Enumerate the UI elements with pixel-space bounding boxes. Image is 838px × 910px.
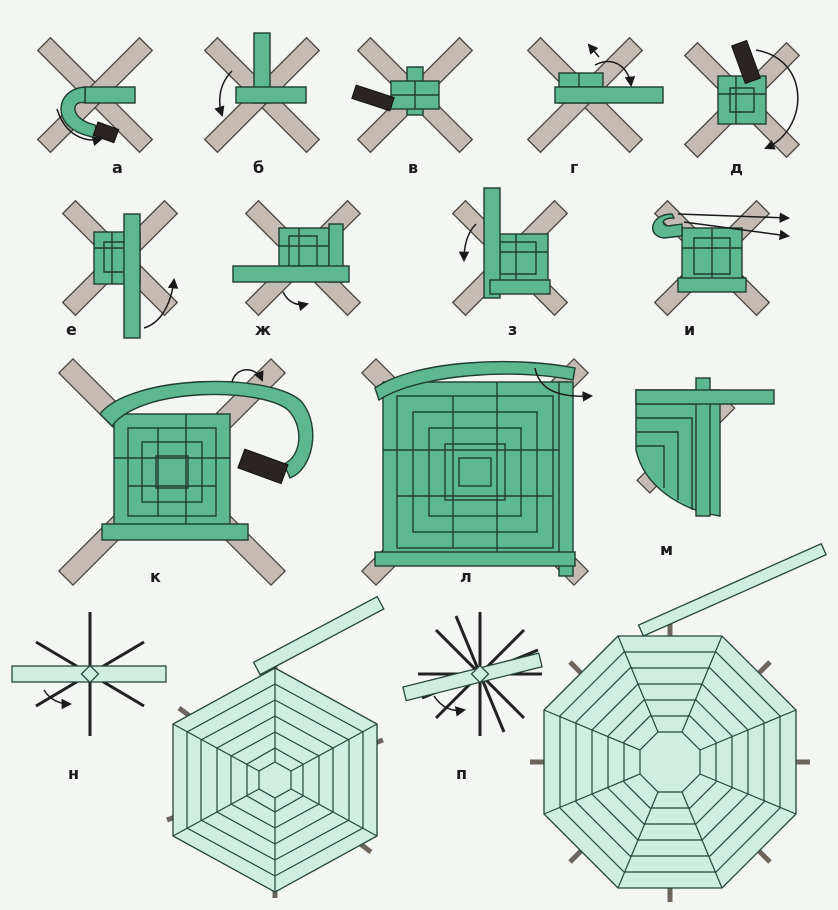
- step-n-figure: [12, 612, 166, 736]
- step-p-octagon: [530, 544, 826, 902]
- step-l-figure: [362, 359, 591, 585]
- step-p-figure: [403, 612, 542, 736]
- label-n: н: [68, 764, 79, 783]
- label-a: а: [112, 158, 123, 177]
- step-e-figure: [63, 201, 178, 338]
- label-k: к: [150, 567, 161, 586]
- label-g: г: [570, 158, 578, 177]
- step-d-figure: [685, 40, 800, 157]
- label-p: п: [456, 764, 467, 783]
- step-a-figure: [38, 38, 153, 153]
- label-d: д: [730, 158, 743, 177]
- step-m-figure: [636, 378, 774, 516]
- label-b: б: [253, 158, 264, 177]
- step-v-figure: [352, 38, 472, 153]
- step-k-figure: [59, 359, 313, 585]
- step-n-hexagon: [167, 597, 384, 898]
- step-z-figure: [453, 188, 568, 315]
- label-v: в: [408, 158, 418, 177]
- label-e: е: [66, 320, 77, 339]
- step-zh-figure: [233, 201, 360, 316]
- label-z: з: [508, 320, 517, 339]
- step-i-figure: [653, 201, 788, 316]
- label-i: и: [684, 320, 695, 339]
- label-zh: ж: [255, 320, 271, 339]
- label-l: л: [460, 567, 472, 586]
- step-g-figure: [528, 38, 663, 153]
- label-m: м: [660, 540, 673, 559]
- step-b-figure: [205, 33, 320, 152]
